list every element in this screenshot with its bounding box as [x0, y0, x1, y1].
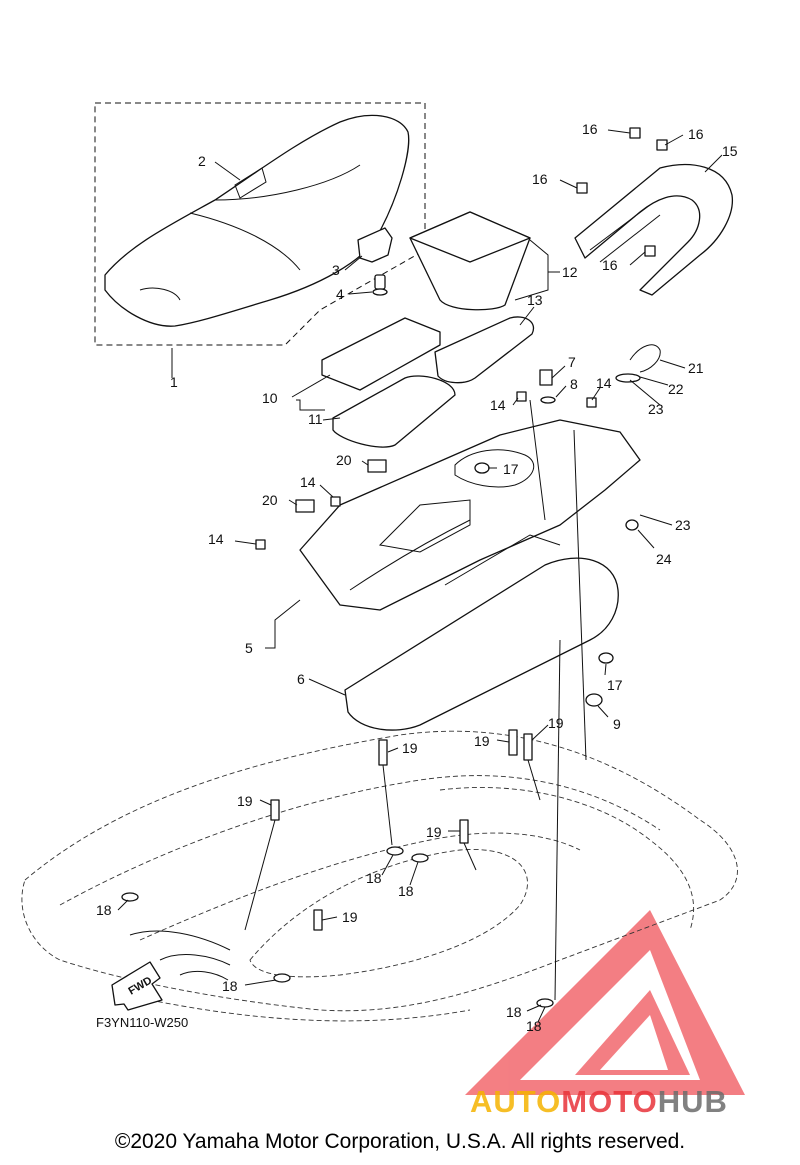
callout-18d: 18: [222, 978, 238, 994]
callout-3: 3: [332, 262, 340, 278]
seat-bracket: [357, 227, 393, 296]
callout-20a: 20: [336, 452, 352, 468]
callout-7: 7: [568, 354, 576, 370]
callout-19b: 19: [237, 793, 253, 809]
callout-1: 1: [170, 374, 178, 390]
callout-18b: 18: [366, 870, 382, 886]
callout-14a: 14: [490, 397, 506, 413]
grab-handle: [574, 163, 734, 296]
callout-16d: 16: [602, 257, 618, 273]
callout-16c: 16: [532, 171, 548, 187]
gasket-13: [434, 316, 535, 384]
leader-lines: [117, 129, 723, 1023]
drawing-code: F3YN110-W250: [96, 1015, 188, 1030]
callout-9: 9: [613, 716, 621, 732]
callout-24: 24: [656, 551, 672, 567]
callout-13: 13: [527, 292, 543, 308]
callout-23b: 23: [675, 517, 691, 533]
callout-14b: 14: [596, 375, 612, 391]
copyright-footer: ©2020 Yamaha Motor Corporation, U.S.A. A…: [114, 1130, 686, 1153]
callout-6: 6: [297, 671, 305, 687]
fwd-arrow: FWD: [111, 961, 163, 1011]
callout-22: 22: [668, 381, 684, 397]
callout-20b: 20: [262, 492, 278, 508]
callout-17b: 17: [607, 677, 623, 693]
hatch-assembly: [321, 317, 456, 448]
gasket-6: [344, 557, 619, 731]
callout-16a: 16: [582, 121, 598, 137]
watermark-logo: [465, 910, 745, 1095]
brand-part-2: MOTO: [561, 1084, 657, 1119]
callout-10: 10: [262, 390, 278, 406]
callout-19e: 19: [426, 824, 442, 840]
callout-17a: 17: [503, 461, 519, 477]
seat: [104, 114, 410, 327]
callout-19a: 19: [402, 740, 418, 756]
callout-8: 8: [570, 376, 578, 392]
callout-12: 12: [562, 264, 578, 280]
callout-2: 2: [198, 153, 206, 169]
callout-5: 5: [245, 640, 253, 656]
callout-19f: 19: [342, 909, 358, 925]
callout-18a: 18: [96, 902, 112, 918]
callout-15: 15: [722, 143, 738, 159]
callout-23a: 23: [648, 401, 664, 417]
seat-assembly-boundary: [94, 102, 426, 346]
callout-16b: 16: [688, 126, 704, 142]
callout-19c: 19: [474, 733, 490, 749]
brand-part-1: AUTO: [470, 1084, 561, 1119]
callout-14c: 14: [300, 474, 316, 490]
callout-18f: 18: [526, 1018, 542, 1034]
brand-part-3: HUB: [658, 1084, 728, 1119]
hull-outline: [21, 730, 738, 1022]
callout-18e: 18: [506, 1004, 522, 1020]
deck-body: [299, 419, 641, 611]
watermark-brand: AUTOMOTOHUB: [470, 1084, 728, 1119]
callout-21: 21: [688, 360, 704, 376]
callout-19d: 19: [548, 715, 564, 731]
callout-11: 11: [308, 411, 323, 427]
callout-labels: 1 2 3 4 5 6 7 8 9 10 11 12 13 14 14 14 1…: [96, 121, 738, 1034]
hardware-items: [121, 127, 668, 1008]
storage-bin: [409, 211, 531, 311]
callout-14d: 14: [208, 531, 224, 547]
callout-18c: 18: [398, 883, 414, 899]
callout-4: 4: [336, 286, 344, 302]
